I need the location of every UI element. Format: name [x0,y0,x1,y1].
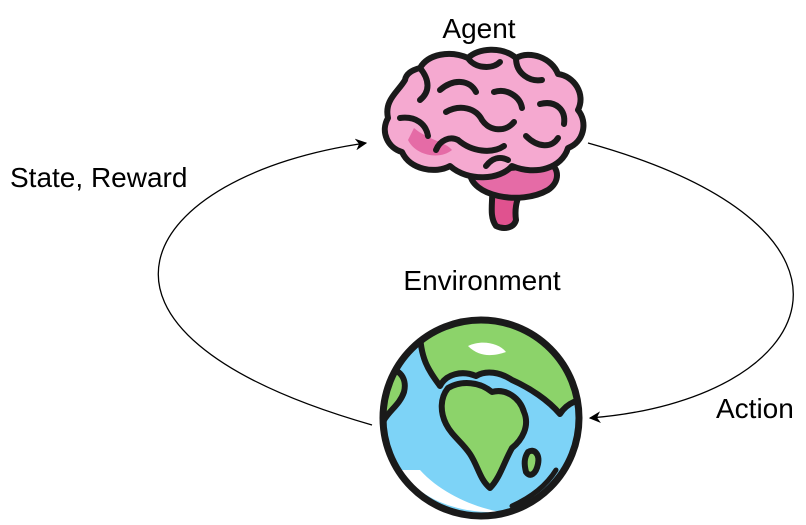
brain-icon [381,46,587,231]
state-reward-label: State, Reward [10,162,187,193]
agent-label: Agent [442,13,515,44]
globe-icon [379,316,583,520]
environment-label: Environment [403,265,560,296]
action-arrow [587,142,794,424]
action-label: Action [716,393,794,424]
state-reward-arrow [157,138,373,426]
